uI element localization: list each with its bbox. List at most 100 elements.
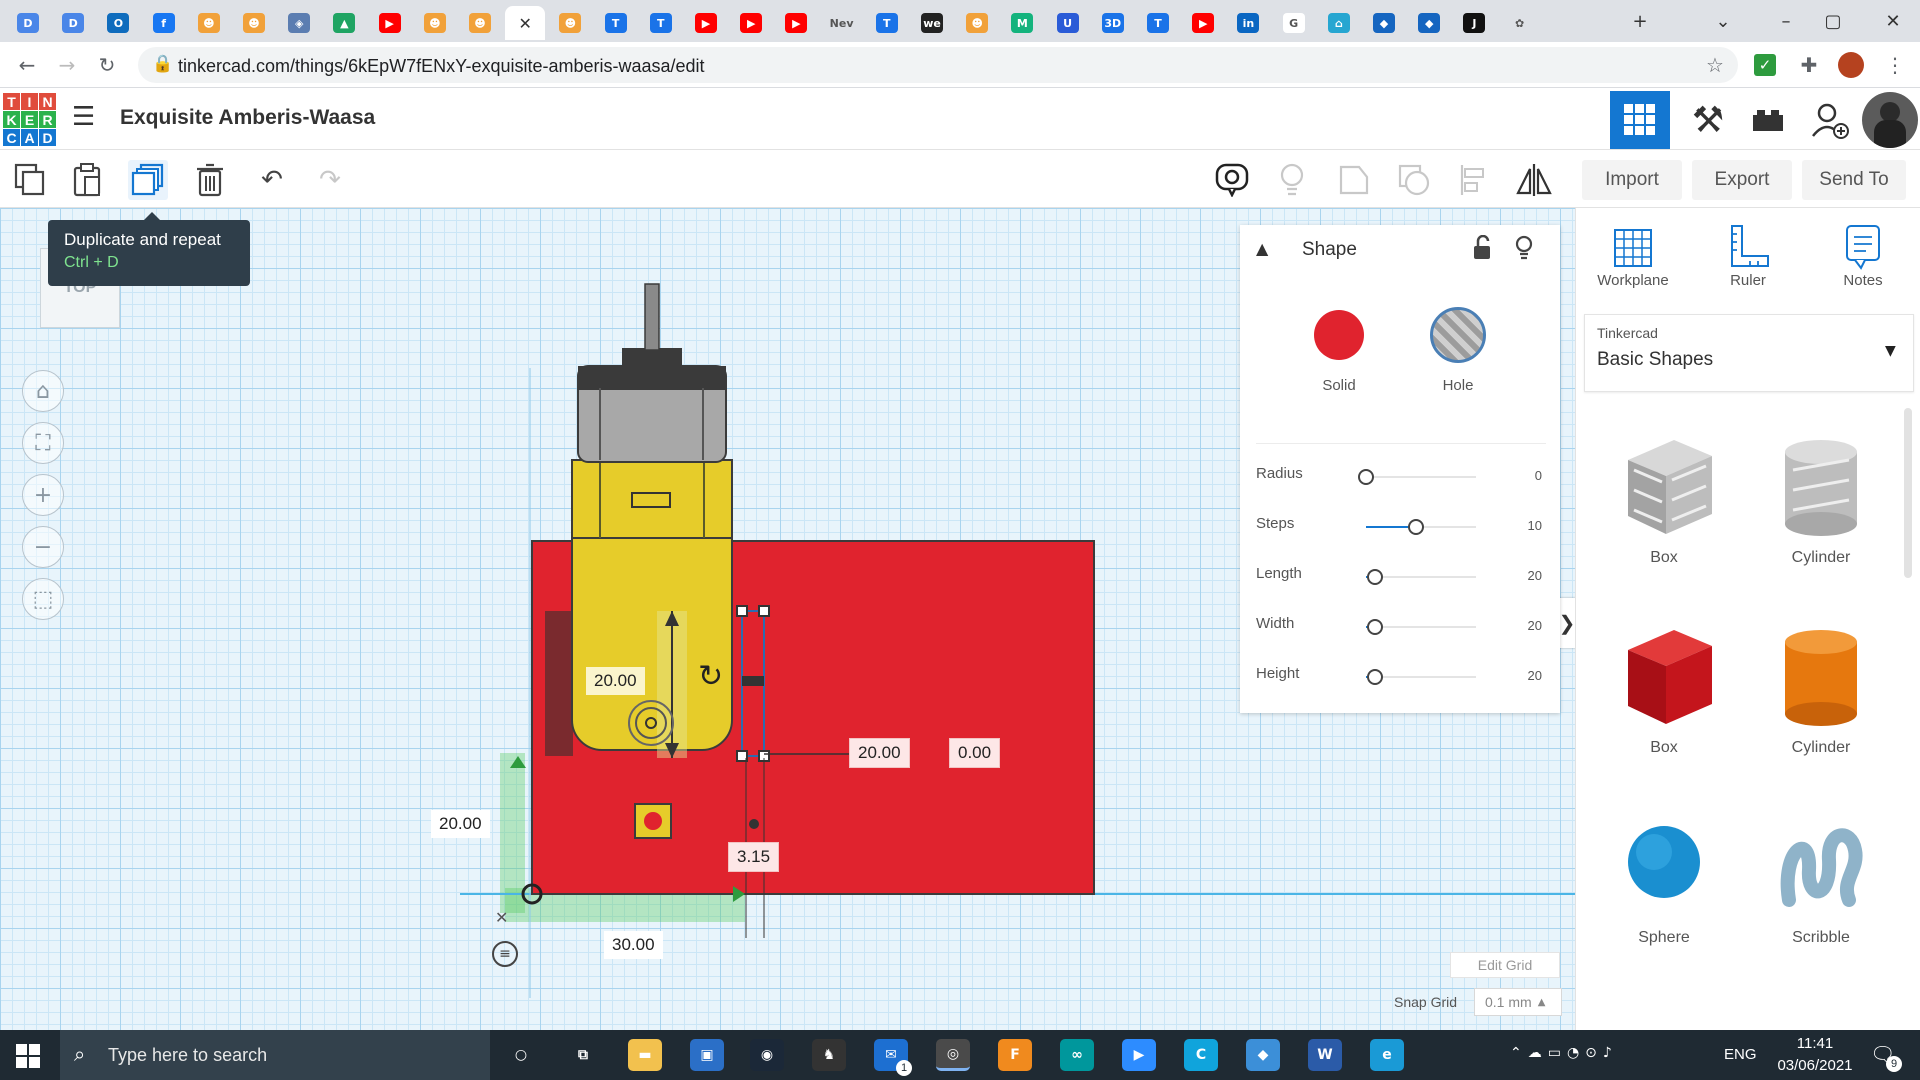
extensions-puzzle-icon[interactable]: ✚ [1800, 53, 1818, 77]
edge-icon[interactable]: e [1370, 1039, 1404, 1071]
collapse-panel-arrow-icon[interactable]: ❯ [1558, 598, 1575, 648]
lightbulb-icon[interactable] [1272, 160, 1312, 200]
param-slider-knob[interactable] [1366, 619, 1383, 635]
browser-tab-tinkercad-avatar[interactable]: ☻ [957, 6, 997, 40]
solid-color-swatch[interactable] [1314, 310, 1364, 360]
browser-tab-facebook[interactable]: f [144, 6, 184, 40]
browser-tab-youtube[interactable]: ▶ [776, 6, 816, 40]
word-icon[interactable]: W [1308, 1039, 1342, 1071]
ruler-menu-icon[interactable]: ≡ [492, 941, 518, 967]
tab-search-icon[interactable]: ⌄ [1715, 10, 1731, 32]
design-list-icon[interactable]: ☰ [72, 102, 96, 132]
menu-kebab-icon[interactable]: ⋮ [1885, 53, 1905, 77]
export-button[interactable]: Export [1692, 160, 1792, 200]
ruler-tool[interactable]: Ruler [1698, 222, 1798, 312]
browser-tab-tinkercad-avatar[interactable]: ☻ [550, 6, 590, 40]
back-icon[interactable]: ← [18, 53, 36, 77]
notes-comment-icon[interactable] [1212, 160, 1252, 200]
extension-check-icon[interactable]: ✓ [1754, 54, 1776, 76]
arduino-icon[interactable]: ∞ [1060, 1039, 1094, 1071]
browser-tab-tinkercad-avatar[interactable]: ☻ [234, 6, 274, 40]
user-avatar[interactable] [1862, 92, 1918, 148]
bottom-dimension-label[interactable]: 30.00 [604, 931, 663, 959]
browser-tab-youtube[interactable]: ▶ [370, 6, 410, 40]
chrome-icon[interactable]: ◎ [936, 1039, 970, 1071]
browser-tab-docs[interactable]: D [53, 6, 93, 40]
file-explorer-icon[interactable]: ▬ [628, 1039, 662, 1071]
notes-tool[interactable]: Notes [1813, 222, 1913, 312]
browser-tab-dark-flower[interactable]: ✿ [1500, 6, 1540, 40]
param-value[interactable]: 0 [1534, 468, 1542, 483]
clock-time[interactable]: 11:41 [1796, 1035, 1834, 1052]
redo-icon[interactable]: ↷ [319, 165, 341, 195]
zoom-out-icon[interactable]: − [22, 526, 64, 568]
shape-library-select[interactable]: Tinkercad Basic Shapes ▼ [1584, 314, 1914, 392]
width-dimension-label[interactable]: 20.00 [849, 738, 910, 768]
param-value[interactable]: 20 [1527, 618, 1542, 633]
pickaxe-icon[interactable]: ⚒ [1691, 99, 1725, 141]
cortana-icon[interactable]: ○ [514, 1047, 528, 1063]
paste-icon[interactable] [68, 160, 108, 200]
3d-design-view-button[interactable] [1610, 91, 1670, 149]
hole-swatch[interactable] [1430, 307, 1486, 363]
reload-icon[interactable]: ↻ [98, 53, 116, 77]
browser-tab-t-circle[interactable]: T [596, 6, 636, 40]
shape-cylinder-hole[interactable]: Cylinder [1751, 430, 1891, 610]
browser-tab-tinkercad-avatar[interactable]: ☻ [415, 6, 455, 40]
library-scrollbar[interactable] [1904, 408, 1912, 578]
browser-tab-3d-logo[interactable]: 3D [1093, 6, 1133, 40]
browser-tab-we[interactable]: we [912, 6, 952, 40]
browser-tab-docs[interactable]: D [8, 6, 48, 40]
vscode-icon[interactable]: ◆ [1246, 1039, 1280, 1071]
collapse-up-icon[interactable]: ▲ [1256, 239, 1269, 258]
workplane-tool[interactable]: Workplane [1583, 222, 1683, 312]
predator-icon[interactable]: ♞ [812, 1039, 846, 1071]
home-view-icon[interactable]: ⌂ [22, 370, 64, 412]
browser-tab-youtube[interactable]: ▶ [686, 6, 726, 40]
browser-tab-drive[interactable]: ▲ [324, 6, 364, 40]
minimize-icon[interactable]: – [1781, 10, 1791, 32]
omnibox[interactable]: 🔒 tinkercad.com/things/6kEpW7fENxY-exqui… [138, 47, 1738, 83]
forward-icon[interactable]: → [58, 53, 76, 77]
bookmark-star-icon[interactable]: ☆ [1706, 55, 1724, 77]
param-value[interactable]: 20 [1527, 668, 1542, 683]
copy-icon[interactable] [10, 160, 50, 200]
browser-tab-linkedin[interactable]: in [1228, 6, 1268, 40]
c-app-icon[interactable]: C [1184, 1039, 1218, 1071]
browser-tab-youtube[interactable]: ▶ [1183, 6, 1223, 40]
clock-date[interactable]: 03/06/2021 [1777, 1057, 1853, 1074]
param-value[interactable]: 20 [1527, 568, 1542, 583]
align-icon[interactable] [1454, 160, 1494, 200]
steam-icon[interactable]: ◉ [750, 1039, 784, 1071]
small-dimension-label[interactable]: 3.15 [728, 842, 780, 872]
close-window-icon[interactable]: ✕ [1885, 10, 1901, 32]
design-title[interactable]: Exquisite Amberis-Waasa [120, 106, 376, 129]
perspective-icon[interactable]: ⬚ [22, 578, 64, 620]
height-dimension-label[interactable]: 20.00 [586, 667, 645, 695]
close-ruler-icon[interactable]: ✕ [495, 908, 509, 927]
new-tab-button[interactable]: + [1632, 10, 1648, 32]
bricks-icon[interactable] [1738, 91, 1798, 149]
windows-start-icon[interactable] [16, 1044, 40, 1073]
lock-open-icon[interactable] [1472, 234, 1492, 266]
task-view-icon[interactable]: ⧉ [578, 1047, 588, 1063]
fit-view-icon[interactable]: ⛶ [22, 422, 64, 464]
import-button[interactable]: Import [1582, 160, 1682, 200]
maximize-icon[interactable]: ▢ [1824, 10, 1842, 32]
url-text[interactable]: tinkercad.com/things/6kEpW7fENxY-exquisi… [178, 56, 705, 76]
browser-tab-google[interactable]: G [1274, 6, 1314, 40]
offset-dimension-label[interactable]: 0.00 [949, 738, 1001, 768]
browser-tab-m-logo[interactable]: M [1002, 6, 1042, 40]
fusion-icon[interactable]: F [998, 1039, 1032, 1071]
left-dimension-label[interactable]: 20.00 [431, 810, 490, 838]
panel-lightbulb-icon[interactable] [1514, 235, 1534, 266]
browser-tab-robot[interactable]: ⌂ [1319, 6, 1359, 40]
browser-tab-t-circle[interactable]: T [867, 6, 907, 40]
browser-tab-tinkercad-avatar[interactable]: ☻ [189, 6, 229, 40]
browser-tab-u-logo[interactable]: U [1048, 6, 1088, 40]
shape-box-solid[interactable]: Box [1594, 620, 1734, 800]
taskbar-search-box[interactable]: ⌕ Type here to search [60, 1030, 490, 1080]
browser-tab-t-circle[interactable]: T [641, 6, 681, 40]
shape-cylinder-solid[interactable]: Cylinder [1751, 620, 1891, 800]
